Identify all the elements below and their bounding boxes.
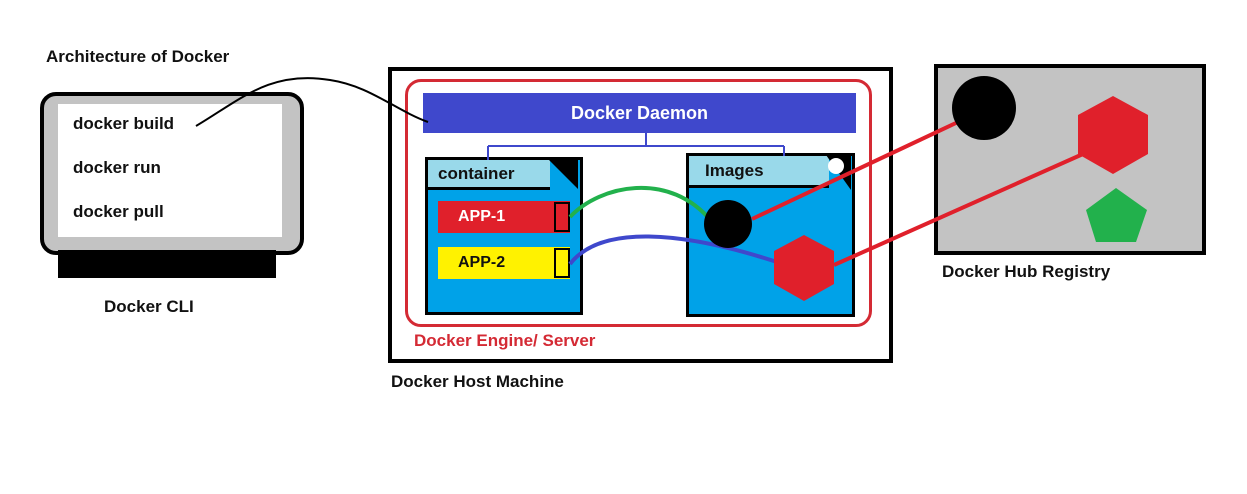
diagram-title: Architecture of Docker [46,47,230,66]
host-machine-label: Docker Host Machine [391,372,564,391]
docker-daemon-bar: Docker Daemon [423,93,856,133]
app-2-bar: APP-2 [438,247,570,279]
cli-label: Docker CLI [104,297,194,316]
engine-server-label: Docker Engine/ Server [414,331,596,350]
image-circle-black [704,200,752,248]
image-hexagon-red [774,235,834,301]
app-1-bar: APP-1 [438,201,570,233]
image-to-registry-link-circle [751,120,959,221]
cli-screen [58,104,282,237]
cli-command-build: docker build [73,114,175,133]
container-panel: container [425,157,583,315]
app-1-port [554,202,570,232]
registry-label: Docker Hub Registry [942,262,1111,281]
app-1-to-image-link [568,186,714,224]
registry-pentagon-green [1086,188,1147,242]
container-panel-corner [548,159,578,189]
engine-server-box [405,79,872,327]
cli-to-host-connector [195,77,429,127]
cli-command-pull: docker pull [73,202,164,221]
image-to-registry-link-hexagon [833,152,1084,267]
app-2-to-image-link [568,234,781,266]
images-panel-title: Images [689,156,829,188]
container-panel-title: container [428,160,550,190]
cli-command-run: docker run [73,158,161,177]
registry-circle-black [952,76,1016,140]
app-1-label: APP-1 [458,208,506,225]
images-panel-corner-dot [828,158,844,174]
app-2-label: APP-2 [458,254,506,271]
registry-hexagon-red [1078,96,1148,174]
cli-monitor-stand [58,250,276,278]
daemon-tree-connector [487,133,785,160]
